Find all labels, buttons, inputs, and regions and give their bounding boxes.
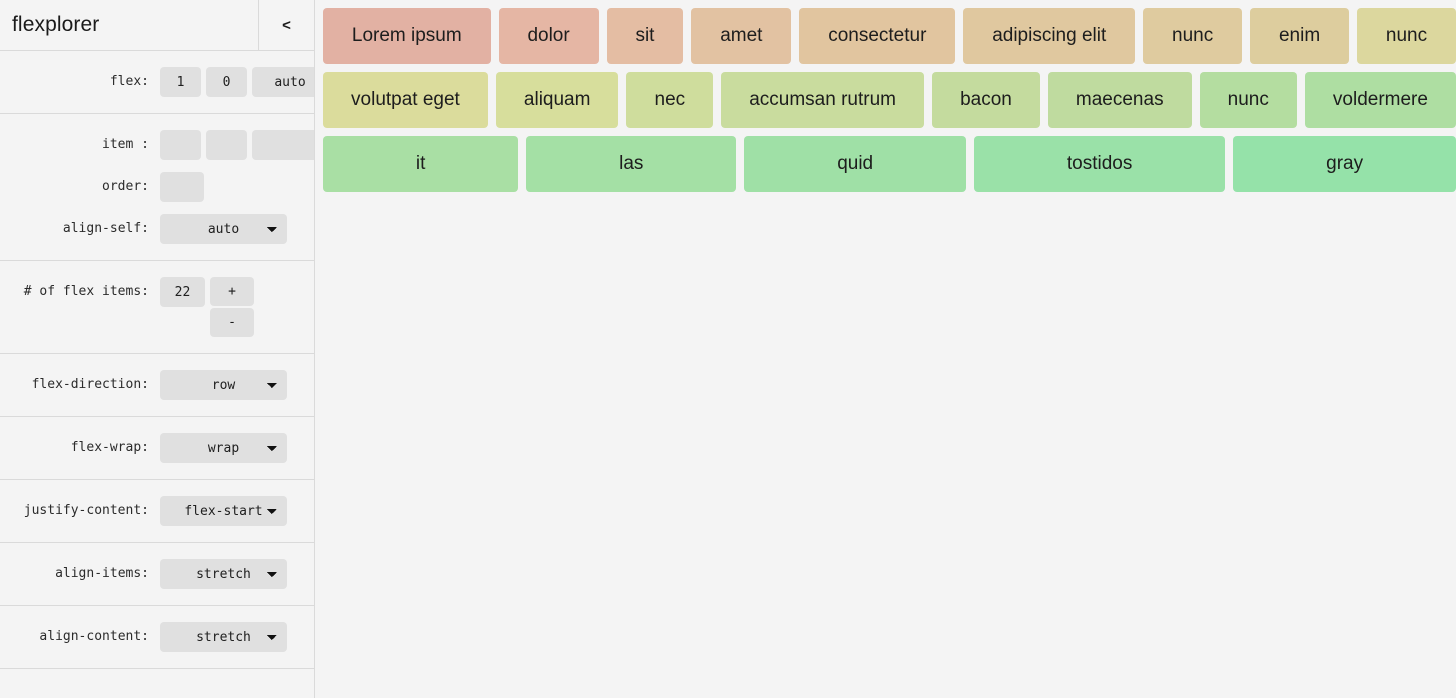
sidebar-section-align-items: align-items: flex-startflex-endcenterbase… [0, 543, 314, 606]
flex-item[interactable]: gray [1233, 136, 1456, 192]
flex-item[interactable]: consectetur [799, 8, 956, 64]
flex-item-count-input[interactable] [160, 277, 205, 307]
flex-item[interactable]: Lorem ipsum [323, 8, 491, 64]
control-row-flex-wrap: flex-wrap: nowrapwrapwrap-reverse [0, 427, 314, 469]
label-flex-direction: flex-direction: [31, 377, 149, 392]
flex-grow-input[interactable] [160, 67, 201, 97]
label-item: item : [102, 137, 149, 152]
flex-direction-select[interactable]: rowrow-reversecolumncolumn-reverse [160, 370, 287, 400]
control-row-align-items: align-items: flex-startflex-endcenterbase… [0, 553, 314, 595]
flex-item[interactable]: amet [691, 8, 792, 64]
increment-flex-items-button[interactable]: + [210, 277, 254, 306]
control-row-flex: flex: [0, 61, 314, 103]
label-flex: flex: [109, 74, 149, 89]
label-flex-wrap: flex-wrap: [70, 440, 149, 455]
label-align-items: align-items: [55, 566, 149, 581]
app-title: flexplorer [12, 13, 100, 36]
flex-item-count-stepper: +- [210, 277, 254, 337]
controls-align-items: flex-startflex-endcenterbaselinestretch [160, 559, 287, 589]
flex-item[interactable]: nunc [1199, 72, 1297, 128]
control-row-justify-content: justify-content: flex-startflex-endcenter… [0, 490, 314, 532]
flex-item[interactable]: maecenas [1047, 72, 1192, 128]
sidebar-collapse-button[interactable]: < [258, 0, 314, 51]
flex-wrap-select[interactable]: nowrapwrapwrap-reverse [160, 433, 287, 463]
flex-item[interactable]: nunc [1143, 8, 1243, 64]
decrement-flex-items-button[interactable]: - [210, 308, 254, 337]
controls-justify-content: flex-startflex-endcenterspace-betweenspa… [160, 496, 287, 526]
flex-item[interactable]: las [526, 136, 737, 192]
controls-item [160, 130, 314, 160]
control-row-align-self: align-self: autoflex-startflex-endcenterb… [0, 208, 314, 250]
sidebar-sections: flex: item : order: align-self: autoflex-sta… [0, 51, 314, 669]
flex-item[interactable]: nunc [1357, 8, 1456, 64]
flex-basis-input[interactable] [252, 67, 314, 97]
controls-order [160, 172, 204, 202]
align-self-select[interactable]: autoflex-startflex-endcenterbaselinestre… [160, 214, 287, 244]
align-items-select[interactable]: flex-startflex-endcenterbaselinestretch [160, 559, 287, 589]
controls-align-content: flex-startflex-endcenterspace-betweenspa… [160, 622, 287, 652]
sidebar-section-align-content: align-content: flex-startflex-endcentersp… [0, 606, 314, 669]
sidebar-section-flex-direction: flex-direction: rowrow-reversecolumncolum… [0, 354, 314, 417]
align-content-select[interactable]: flex-startflex-endcenterspace-betweenspa… [160, 622, 287, 652]
flex-item[interactable]: adipiscing elit [963, 8, 1136, 64]
control-row-item: item : [0, 124, 314, 166]
flex-item[interactable]: nec [626, 72, 714, 128]
flex-item[interactable]: bacon [932, 72, 1040, 128]
justify-content-select[interactable]: flex-startflex-endcenterspace-betweenspa… [160, 496, 287, 526]
item-grow-input[interactable] [160, 130, 201, 160]
chevron-left-icon: < [282, 16, 291, 34]
control-row-order: order: [0, 166, 314, 208]
sidebar-header: flexplorer < [0, 0, 314, 51]
controls-flex-wrap: nowrapwrapwrap-reverse [160, 433, 287, 463]
control-row-num-flex-items: # of flex items: +- [0, 271, 314, 343]
controls-num-flex-items: +- [160, 277, 254, 337]
flex-item[interactable]: aliquam [495, 72, 619, 128]
label-align-self: align-self: [62, 221, 149, 236]
label-justify-content: justify-content: [23, 503, 149, 518]
label-order: order: [102, 179, 149, 194]
flex-item[interactable]: sit [606, 8, 684, 64]
flex-item[interactable]: quid [744, 136, 967, 192]
item-shrink-input[interactable] [206, 130, 247, 160]
flex-item[interactable]: it [323, 136, 519, 192]
controls-sidebar: flexplorer < flex: item : order: align-self… [0, 0, 315, 698]
controls-align-self: autoflex-startflex-endcenterbaselinestre… [160, 214, 287, 244]
flex-item[interactable]: accumsan rutrum [721, 72, 925, 128]
flex-item[interactable]: volutpat eget [323, 72, 488, 128]
item-basis-input[interactable] [252, 130, 314, 160]
sidebar-section-justify-content: justify-content: flex-startflex-endcenter… [0, 480, 314, 543]
flex-item[interactable]: tostidos [974, 136, 1226, 192]
controls-flex-direction: rowrow-reversecolumncolumn-reverse [160, 370, 287, 400]
control-row-align-content: align-content: flex-startflex-endcentersp… [0, 616, 314, 658]
sidebar-section-item-count: # of flex items: +- [0, 261, 314, 354]
order-input[interactable] [160, 172, 204, 202]
sidebar-section-flex-wrap: flex-wrap: nowrapwrapwrap-reverse [0, 417, 314, 480]
flex-item[interactable]: dolor [498, 8, 599, 64]
sidebar-section-item-properties: item : order: align-self: autoflex-startfle… [0, 114, 314, 261]
flex-shrink-input[interactable] [206, 67, 247, 97]
label-num-flex-items: # of flex items: [23, 284, 149, 299]
control-row-flex-direction: flex-direction: rowrow-reversecolumncolum… [0, 364, 314, 406]
label-align-content: align-content: [39, 629, 149, 644]
controls-flex [160, 67, 314, 97]
flex-item[interactable]: voldermere [1304, 72, 1456, 128]
flex-item[interactable]: enim [1250, 8, 1350, 64]
sidebar-section-flex-shorthand: flex: [0, 51, 314, 114]
